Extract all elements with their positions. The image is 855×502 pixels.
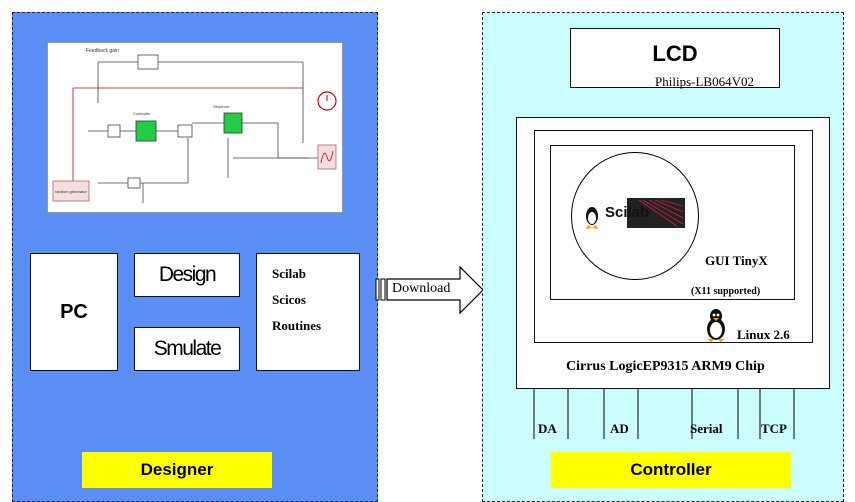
port-da: DA bbox=[538, 421, 557, 436]
tux-icon bbox=[586, 198, 685, 229]
scilab-logo: Scilab bbox=[583, 196, 687, 230]
observer-label: Observer bbox=[213, 104, 230, 109]
chip-label: Cirrus LogicEP9315 ARM9 Chip bbox=[566, 359, 765, 374]
observer-block bbox=[223, 112, 243, 134]
pc-box: PC bbox=[30, 253, 118, 371]
gain-block bbox=[137, 54, 159, 70]
design-label: Design bbox=[158, 263, 217, 286]
lcd-label: LCD bbox=[652, 41, 698, 66]
designer-label-bar: Designer bbox=[82, 452, 272, 488]
controller-label: Controller bbox=[133, 111, 151, 116]
controller-label-bar: Controller bbox=[551, 452, 791, 488]
tool-scilab: Scilab bbox=[272, 266, 306, 281]
lcd-model-label: Philips-LB064V02 bbox=[655, 74, 754, 89]
port-tcp: TCP bbox=[761, 421, 787, 436]
scilab-logo-text: Scilab bbox=[605, 204, 650, 221]
download-arrow[interactable]: Download bbox=[374, 264, 488, 316]
port-lines bbox=[533, 389, 795, 439]
generator-block bbox=[52, 180, 90, 202]
design-box[interactable]: Design bbox=[134, 253, 240, 297]
download-label: Download bbox=[392, 281, 451, 296]
tools-box: Scilab Scicos Routines bbox=[256, 253, 360, 371]
tool-scicos: Scicos bbox=[272, 292, 306, 307]
controller-block bbox=[135, 120, 157, 142]
linux-label: Linux 2.6 bbox=[737, 327, 790, 342]
gui-tinyx-label: GUI TinyX bbox=[705, 253, 768, 268]
generator-label: random generator bbox=[55, 189, 87, 194]
simulate-box[interactable]: Smulate bbox=[134, 327, 240, 371]
lcd-box: LCD bbox=[570, 28, 780, 88]
simulate-label: Smulate bbox=[153, 337, 222, 360]
tool-routines: Routines bbox=[272, 318, 322, 333]
download-arrow-icon bbox=[375, 265, 484, 315]
feedback-label: Feedback gain bbox=[86, 48, 119, 54]
controller-label: Controller bbox=[630, 460, 712, 479]
x11-label: (X11 supported) bbox=[691, 286, 761, 297]
linux-tux-icon bbox=[705, 308, 727, 342]
scicos-schematic: Feedback gain Controller Observer random… bbox=[47, 42, 343, 213]
designer-label: Designer bbox=[140, 460, 214, 479]
port-ad: AD bbox=[610, 421, 629, 436]
tux-icon bbox=[707, 309, 725, 342]
pc-label: PC bbox=[60, 300, 88, 323]
schematic-drawing: Feedback gain Controller Observer random… bbox=[52, 48, 337, 203]
port-serial: Serial bbox=[690, 421, 723, 436]
